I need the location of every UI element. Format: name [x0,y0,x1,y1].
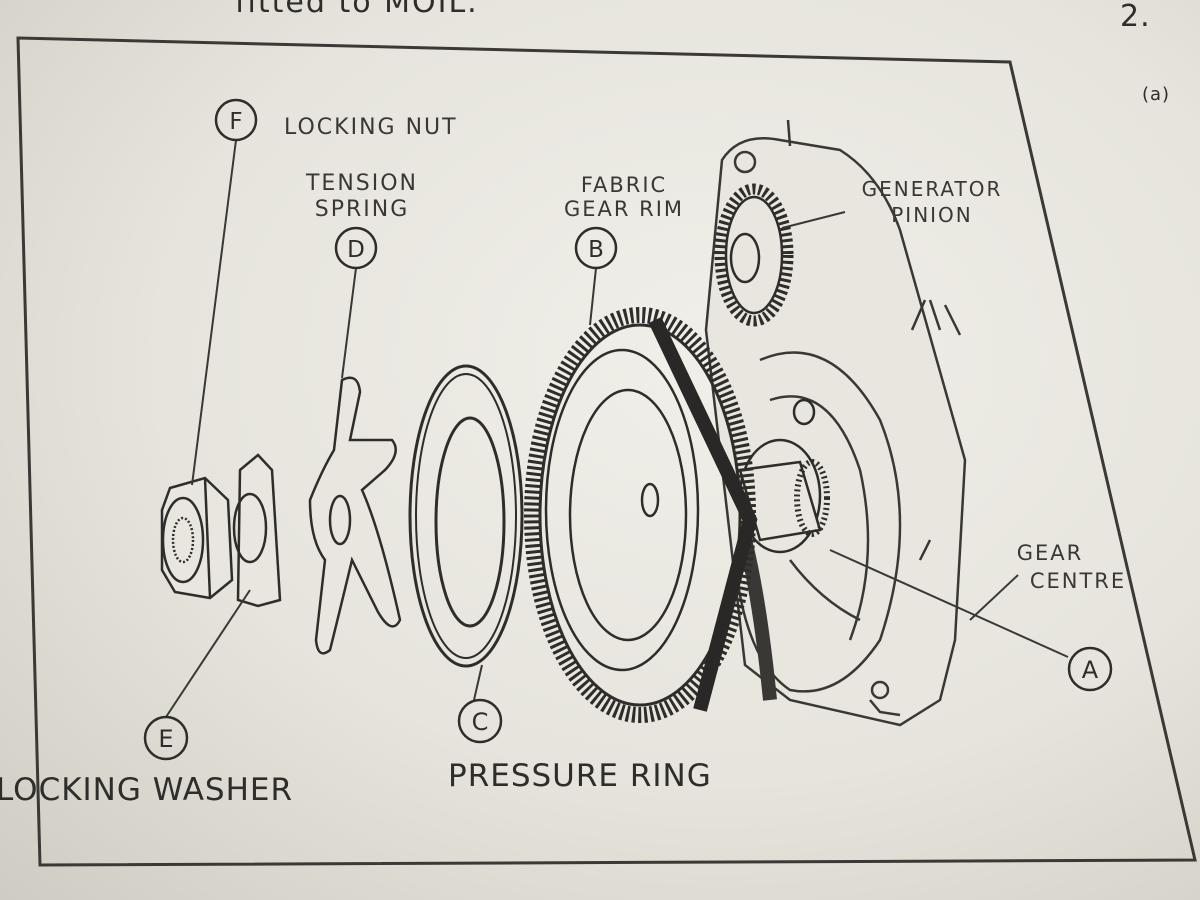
svg-text:F: F [229,109,242,135]
leader-f [191,139,237,486]
page-number: 2. [1120,0,1151,34]
svg-text:D: D [347,237,365,263]
label-generator-pinion-line2: PINION [891,203,973,227]
generator-pinion [714,183,794,327]
label-fabric-gear-rim-line2: GEAR RIM [564,197,684,221]
label-locking-washer: LOCKING WASHER [0,772,293,808]
leader-d [341,267,357,379]
callout-e: E [143,715,189,761]
pressure-ring [408,364,524,668]
label-generator-pinion-line1: GENERATOR [862,177,1003,201]
label-gear-centre-line1: GEAR [1017,541,1084,565]
diagram-border [16,36,1197,867]
gear-centre [738,398,830,701]
callout-c: C [457,698,503,744]
callout-a: A [1067,646,1113,692]
callout-b: B [574,226,618,270]
label-gear-centre-line2: CENTRE [1030,569,1126,593]
leader-c [473,664,483,701]
leader-gear-centre [969,574,1019,621]
label-tension-spring-line1: TENSION [305,171,418,196]
leader-generator-pinion [781,211,846,229]
margin-note: (a) [1142,84,1170,105]
callout-f: F [214,98,258,142]
svg-text:A: A [1082,656,1099,684]
label-tension-spring-line2: SPRING [315,197,410,222]
svg-text:E: E [158,725,173,753]
label-pressure-ring: PRESSURE RING [448,758,712,794]
fabric-gear-rim [524,307,758,723]
locking-nut [160,476,234,600]
leader-b [589,267,597,326]
top-text-fragment: fitted to MOIL. [235,0,479,20]
callout-d: D [334,226,378,270]
tension-spring [308,376,402,655]
leader-e [165,589,251,718]
label-locking-nut: LOCKING NUT [284,115,458,140]
leader-lines [165,139,1069,718]
svg-text:B: B [588,237,604,263]
locking-washer [232,453,282,608]
svg-text:C: C [472,708,489,736]
label-fabric-gear-rim-line1: FABRIC [581,173,667,197]
leader-a [829,549,1069,658]
